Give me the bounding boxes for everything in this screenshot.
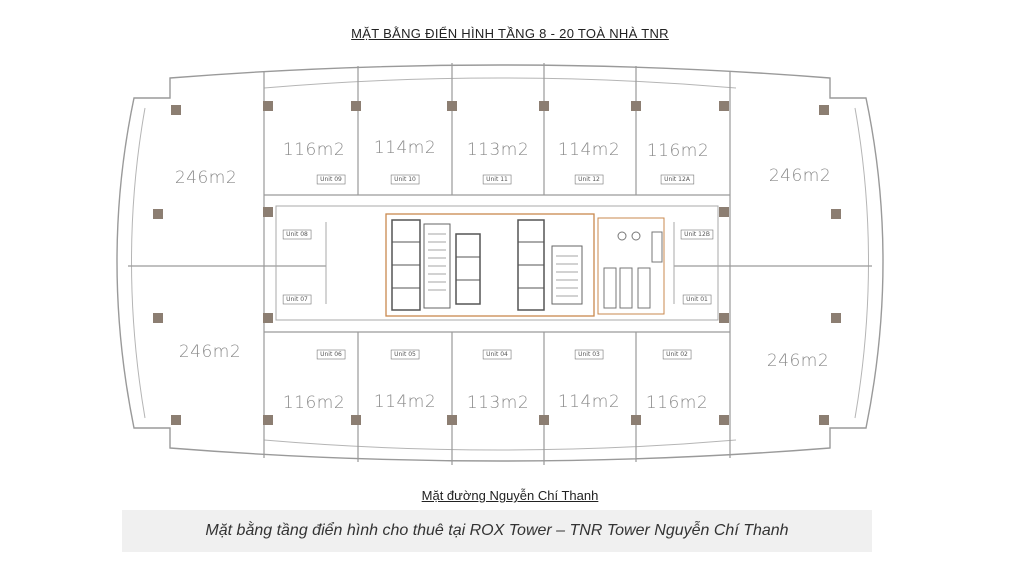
street-label: Mặt đường Nguyễn Chí Thanh [421, 488, 599, 503]
area-label-bottom-left: 246m2 [179, 342, 241, 362]
area-label-top-3: 113m2 [467, 140, 529, 160]
unit-label-box [574, 174, 604, 185]
unit-label-boxes [282, 174, 714, 360]
plan-title: MẶT BẰNG ĐIỂN HÌNH TẦNG 8 - 20 TOÀ NHÀ T… [351, 26, 669, 41]
unit-label-top-1: Unit 09 [320, 176, 342, 183]
column [263, 101, 273, 111]
unit-label-box [660, 174, 695, 185]
column [171, 415, 181, 425]
unit-label-box [390, 349, 420, 360]
area-label-bottom-right: 246m2 [767, 351, 829, 371]
column [819, 105, 829, 115]
area-label-bottom-4: 114m2 [558, 392, 620, 412]
unit-label-bottom-4: Unit 03 [578, 351, 600, 358]
area-label-top-left: 246m2 [175, 168, 237, 188]
corner-dividers [128, 195, 872, 332]
unit-label-box [390, 174, 420, 185]
restrooms [597, 217, 665, 315]
image-caption: Mặt bằng tầng điển hình cho thuê tại ROX… [122, 510, 872, 552]
unit-label-box [662, 349, 692, 360]
unit-label-top-5: Unit 12A [664, 176, 691, 183]
unit-label-right-top: Unit 12B [684, 231, 710, 238]
column [539, 415, 549, 425]
unit-label-box [574, 349, 604, 360]
unit-label-box [316, 174, 346, 185]
column [171, 105, 181, 115]
corridor [275, 205, 719, 321]
top-bays [263, 63, 731, 196]
unit-labels: Unit 09 Unit 10 Unit 11 Unit 12 Unit 12A… [286, 176, 710, 358]
area-label-bottom-5: 116m2 [646, 393, 708, 413]
column [831, 313, 841, 323]
column [263, 313, 273, 323]
unit-label-box [680, 229, 714, 240]
area-label-top-4: 114m2 [558, 140, 620, 160]
column [631, 415, 641, 425]
structural-columns [153, 101, 841, 425]
column [719, 101, 729, 111]
column [719, 415, 729, 425]
area-label-top-1: 116m2 [283, 140, 345, 160]
area-label-top-2: 114m2 [374, 138, 436, 158]
unit-label-top-4: Unit 12 [578, 176, 600, 183]
unit-label-left-top: Unit 08 [286, 231, 308, 238]
column [719, 207, 729, 217]
column [153, 209, 163, 219]
area-label-bottom-1: 116m2 [283, 393, 345, 413]
area-label-top-right: 246m2 [769, 166, 831, 186]
column [719, 313, 729, 323]
column [447, 415, 457, 425]
inner-facade-line [263, 77, 737, 89]
unit-label-bottom-3: Unit 04 [486, 351, 508, 358]
building-outline [116, 64, 884, 462]
column [539, 101, 549, 111]
column [263, 207, 273, 217]
unit-label-box [682, 294, 712, 305]
unit-label-top-2: Unit 10 [394, 176, 416, 183]
area-label-bottom-2: 114m2 [374, 392, 436, 412]
column [351, 101, 361, 111]
unit-label-bottom-1: Unit 06 [320, 351, 342, 358]
column [351, 415, 361, 425]
unit-label-box [482, 174, 512, 185]
area-label-top-5: 116m2 [647, 141, 709, 161]
unit-label-box [482, 349, 512, 360]
unit-label-box [316, 349, 346, 360]
column [153, 313, 163, 323]
area-label-bottom-3: 113m2 [467, 393, 529, 413]
column [831, 209, 841, 219]
unit-label-bottom-5: Unit 02 [666, 351, 688, 358]
unit-label-bottom-2: Unit 05 [394, 351, 416, 358]
column [263, 415, 273, 425]
unit-label-box [282, 229, 312, 240]
unit-label-top-3: Unit 11 [486, 176, 508, 183]
central-core [385, 213, 595, 317]
column [819, 415, 829, 425]
column [447, 101, 457, 111]
column [631, 101, 641, 111]
unit-label-box [282, 294, 312, 305]
unit-label-left-bottom: Unit 07 [286, 296, 308, 303]
bottom-bays [263, 331, 731, 465]
unit-label-right-bottom: Unit 01 [686, 296, 708, 303]
